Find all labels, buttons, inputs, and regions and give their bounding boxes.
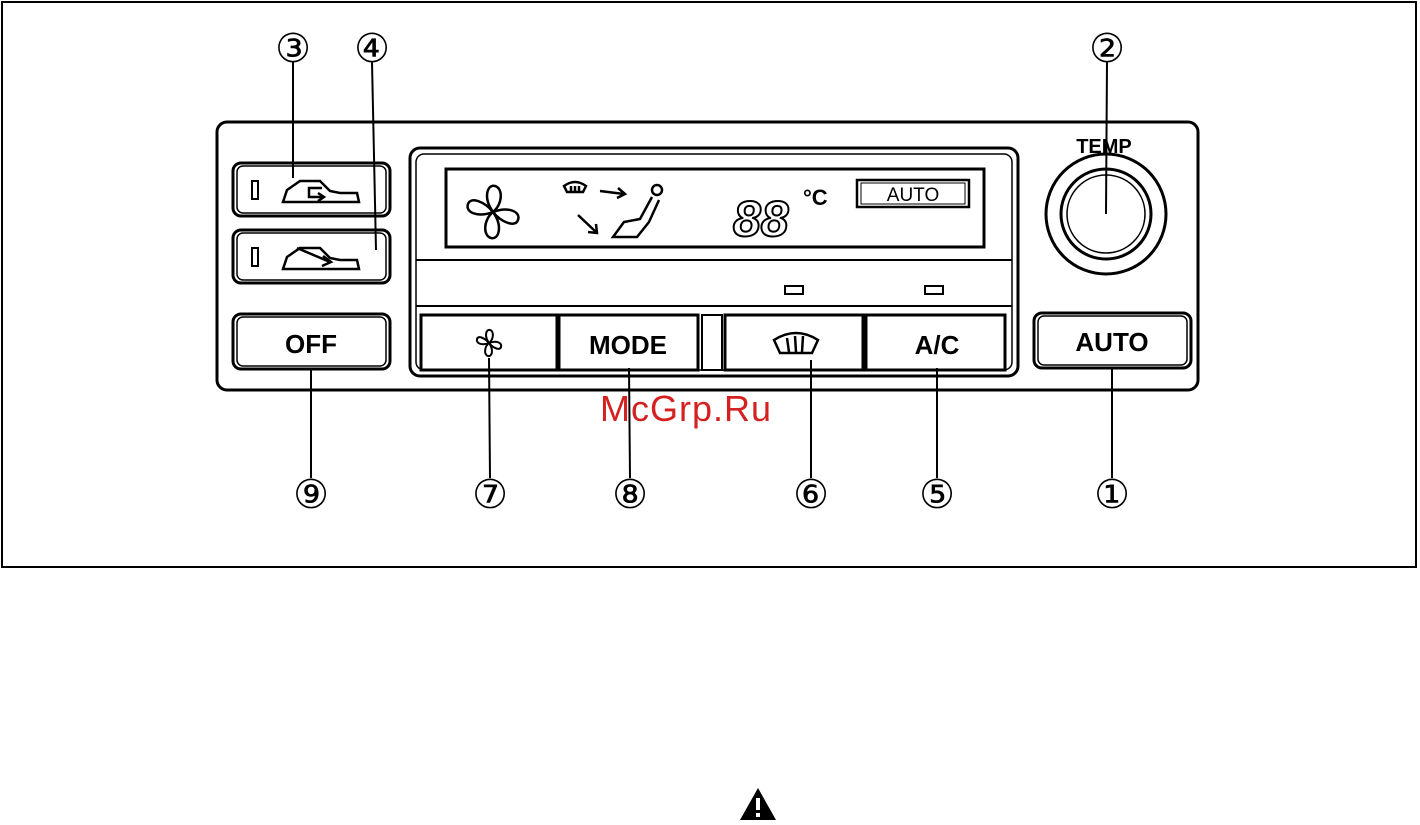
callout-3: ③ <box>275 26 311 72</box>
callout-2: ② <box>1089 26 1125 72</box>
callout-1: ① <box>1094 472 1130 518</box>
callout-6: ⑥ <box>793 472 829 518</box>
seat-airflow-icon <box>564 182 662 237</box>
recirculate-air-icon <box>283 181 359 202</box>
button-divider <box>702 315 722 370</box>
off-button-label: OFF <box>285 329 337 359</box>
auto-button-label: AUTO <box>1075 327 1148 357</box>
defroster-button[interactable] <box>725 315 863 370</box>
callout-8: ⑧ <box>612 472 648 518</box>
fresh-air-indicator <box>252 248 258 266</box>
fan-icon <box>468 186 519 238</box>
callout-9: ⑨ <box>293 472 329 518</box>
callout-5: ⑤ <box>919 472 955 518</box>
off-button[interactable]: OFF <box>233 314 390 369</box>
mode-button-label: MODE <box>589 330 667 360</box>
ac-button-label: A/C <box>915 330 960 360</box>
recirculate-button[interactable] <box>233 163 390 216</box>
warning-triangle-icon <box>738 786 778 822</box>
fresh-air-button[interactable] <box>233 230 390 283</box>
ac-indicator-lamp <box>925 286 943 294</box>
defroster-indicator-lamp <box>785 286 803 294</box>
auto-button[interactable]: AUTO <box>1034 313 1191 368</box>
fresh-air-icon <box>283 248 359 269</box>
callout-4: ④ <box>354 26 390 72</box>
mode-button[interactable]: MODE <box>559 315 698 370</box>
callout-7: ⑦ <box>472 472 508 518</box>
recirculate-indicator <box>252 181 258 199</box>
watermark: McGrp.Ru <box>600 388 772 430</box>
ac-button[interactable]: A/C <box>866 315 1005 370</box>
fan-icon <box>477 330 501 356</box>
display-unit-celsius: °C <box>803 185 828 210</box>
defroster-icon <box>774 333 818 353</box>
display-auto-indicator: AUTO <box>887 185 939 206</box>
display-temperature: 88 <box>733 191 789 247</box>
